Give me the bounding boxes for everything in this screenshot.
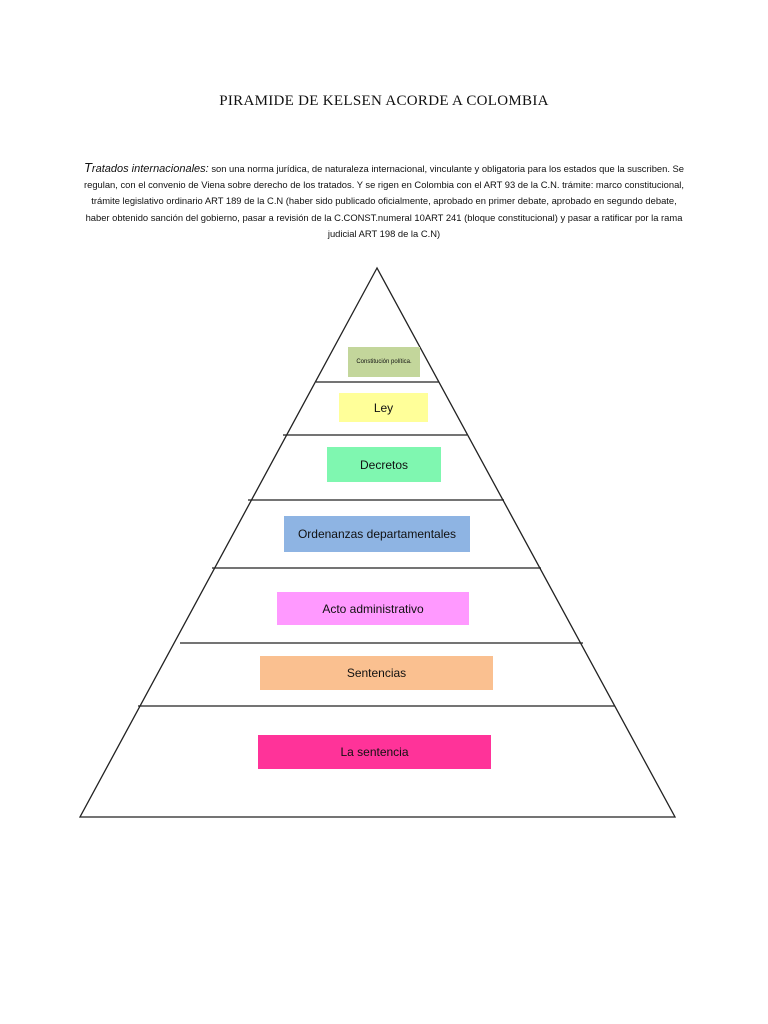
intro-lead: Tratados internacionales: — [83, 160, 209, 175]
level-box-ley: Ley — [339, 393, 428, 422]
intro-lead-rest: ratados internacionales — [91, 163, 206, 175]
page-title: PIRAMIDE DE KELSEN ACORDE A COLOMBIA — [219, 93, 549, 109]
level-box-sentencias: Sentencias — [260, 656, 493, 690]
level-box-acto-administrativo: Acto administrativo — [277, 592, 469, 625]
level-box-la-sentencia: La sentencia — [258, 735, 491, 769]
intro-body: son una norma jurídica, de naturaleza in… — [83, 163, 685, 239]
level-box-constitucion: Constitución política. — [348, 347, 420, 377]
intro-lead-cap: T — [83, 160, 92, 175]
level-box-ordenanzas: Ordenanzas departamentales — [284, 516, 470, 552]
pyramid-outline — [78, 266, 677, 818]
intro-lead-sep: : — [205, 163, 209, 175]
intro-paragraph: Tratados internacionales: son una norma … — [78, 160, 690, 242]
level-box-decretos: Decretos — [327, 447, 441, 482]
